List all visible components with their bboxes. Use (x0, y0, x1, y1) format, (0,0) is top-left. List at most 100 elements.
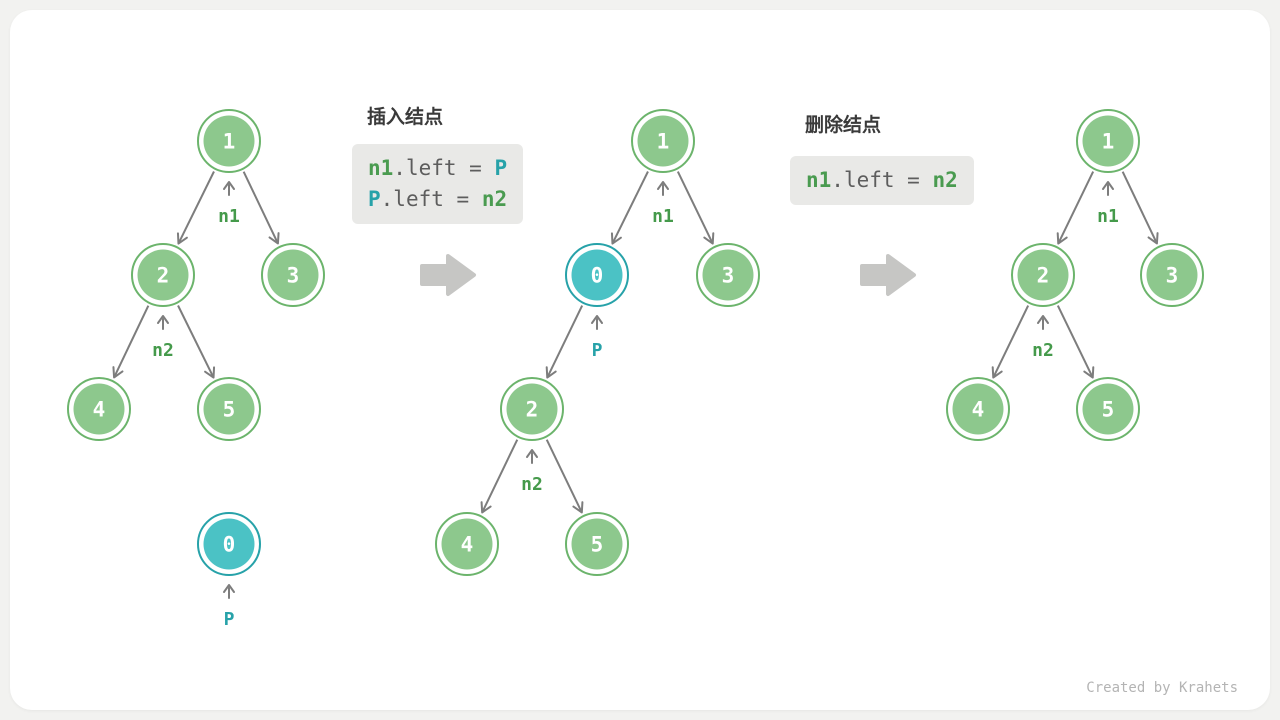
tree-node-5: 5 (197, 377, 261, 441)
tree-edge (546, 305, 584, 378)
pointer-n2: n2 (521, 449, 543, 495)
pointer-arrow-icon (223, 181, 235, 190)
edge-arrowhead-icon (480, 501, 492, 514)
tree-node-1: 1 (197, 109, 261, 173)
edge-arrowhead-icon (1083, 366, 1095, 379)
edge-arrowhead-icon (991, 366, 1003, 379)
node-value: 3 (1166, 264, 1179, 288)
pointer-label: n2 (152, 340, 174, 361)
node-value: 5 (591, 533, 604, 557)
node-value: 2 (1037, 264, 1050, 288)
edge-arrowhead-icon (204, 366, 216, 379)
node-value: 4 (972, 398, 985, 422)
tree-node-4: 4 (946, 377, 1010, 441)
pointer-n2: n2 (152, 315, 174, 361)
tree-edge (611, 171, 649, 245)
node-value: 1 (1102, 130, 1115, 154)
node-disc (702, 249, 754, 301)
transition-arrow-icon (860, 254, 916, 296)
tree-node-2: 2 (131, 243, 195, 307)
code-token: .left = (831, 168, 933, 192)
pointer-label: n1 (1097, 206, 1119, 227)
code-line: n1.left = P (368, 153, 507, 184)
section-title-delete: 删除结点 (805, 114, 882, 136)
node-value: 4 (461, 533, 474, 557)
code-token: P (368, 187, 381, 211)
tree-edge (676, 171, 714, 244)
node-disc (1017, 249, 1069, 301)
tree-node-1: 1 (631, 109, 695, 173)
section-title-insert: 插入结点 (367, 106, 444, 128)
pointer-label: P (224, 609, 235, 630)
tree-node-3: 3 (1140, 243, 1204, 307)
edge-arrowhead-icon (112, 366, 124, 379)
node-disc (267, 249, 319, 301)
tree-node-0: 0 (565, 243, 629, 307)
node-value: 2 (157, 264, 170, 288)
node-disc (571, 249, 623, 301)
node-value: 0 (591, 264, 604, 288)
edge-arrowhead-icon (545, 366, 557, 379)
tree-edge (992, 305, 1030, 378)
node-value: 0 (223, 533, 236, 557)
node-disc (1082, 383, 1134, 435)
tree-edge (242, 171, 279, 244)
node-disc (441, 518, 493, 570)
code-token: n2 (932, 168, 958, 192)
transition-arrow-icon (420, 254, 476, 296)
tree-node-0: 0 (197, 512, 261, 576)
tree-node-2: 2 (1011, 243, 1075, 307)
node-value: 2 (526, 398, 539, 422)
tree-after-delete: 1 2 3 4 5 n1 n2 (946, 109, 1204, 441)
pointer-n2: n2 (1032, 315, 1054, 361)
node-disc (203, 518, 255, 570)
node-value: 3 (287, 264, 300, 288)
pointer-n1: n1 (652, 181, 674, 227)
code-token: .left = (380, 187, 482, 211)
edge-arrowhead-icon (176, 232, 188, 245)
pointer-P: P (223, 584, 235, 630)
tree-edge (177, 305, 215, 379)
tree-node-4: 4 (435, 512, 499, 576)
code-box-delete: n1.left = n2 (790, 156, 974, 205)
tree-initial: 1 2 3 4 5 0 n1 n2P (67, 109, 325, 630)
code-token: n1 (806, 168, 832, 192)
tree-node-4: 4 (67, 377, 131, 441)
pointer-arrow-icon (657, 181, 669, 190)
edge-arrowhead-icon (703, 232, 715, 245)
tree-node-5: 5 (1076, 377, 1140, 441)
pointer-arrow-icon (157, 315, 169, 324)
node-disc (506, 383, 558, 435)
node-disc (637, 115, 689, 167)
code-token: .left = (393, 156, 495, 180)
tree-node-2: 2 (500, 377, 564, 441)
node-value: 1 (223, 130, 236, 154)
tree-node-5: 5 (565, 512, 629, 576)
edge-arrowhead-icon (572, 501, 584, 514)
pointer-n1: n1 (1097, 181, 1119, 227)
edge-arrowhead-icon (268, 232, 280, 245)
tree-edge (177, 171, 215, 245)
tree-edge (113, 305, 150, 378)
tree-node-1: 1 (1076, 109, 1140, 173)
node-disc (952, 383, 1004, 435)
edge-arrowhead-icon (610, 232, 622, 245)
pointer-label: n1 (652, 206, 674, 227)
code-token: n2 (481, 187, 508, 211)
node-value: 5 (223, 398, 236, 422)
edge-arrowhead-icon (1147, 232, 1159, 245)
pointer-arrow-icon (1037, 315, 1049, 324)
pointer-n1: n1 (218, 181, 240, 227)
tree-edge (481, 439, 519, 513)
tree-node-3: 3 (261, 243, 325, 307)
pointer-arrow-icon (526, 449, 538, 458)
node-disc (1082, 115, 1134, 167)
code-line: n1.left = n2 (806, 165, 958, 196)
pointer-arrow-icon (223, 584, 235, 593)
node-disc (1146, 249, 1198, 301)
tree-edge (545, 439, 583, 513)
pointer-label: n1 (218, 206, 240, 227)
